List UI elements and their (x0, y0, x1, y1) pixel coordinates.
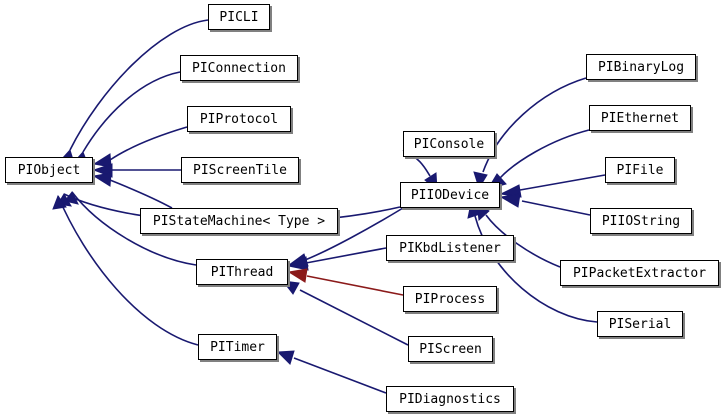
class-label: PIThread (210, 264, 274, 280)
class-node-pithread[interactable]: PIThread (196, 259, 288, 285)
class-label: PIObject (17, 162, 81, 178)
class-node-pipacketextractor[interactable]: PIPacketExtractor (560, 260, 719, 286)
class-node-piscreen[interactable]: PIScreen (408, 336, 493, 362)
class-label: PIConnection (192, 60, 286, 76)
class-label: PIConsole (413, 136, 485, 152)
class-node-piobject[interactable]: PIObject (5, 157, 93, 183)
class-node-pikbdlistener[interactable]: PIKbdListener (386, 235, 514, 261)
class-label: PITimer (210, 339, 265, 355)
class-label: PIFile (616, 162, 664, 178)
edge-pitimer-to-piobject (52, 194, 199, 346)
class-label: PIDiagnostics (399, 391, 501, 407)
class-node-piconsole[interactable]: PIConsole (403, 131, 495, 157)
class-node-piscreentile[interactable]: PIScreenTile (181, 157, 299, 183)
edge-piiostring-to-piiodevice (499, 193, 591, 216)
class-label: PIKbdListener (399, 240, 501, 256)
class-label: PIEthernet (600, 110, 680, 126)
edge-piconnection-to-piobject (74, 71, 181, 166)
class-node-piiodevice[interactable]: PIIODevice (400, 182, 500, 208)
class-label: PIProtocol (199, 111, 279, 127)
class-label: PIScreen (419, 341, 482, 357)
class-label: PICLI (219, 9, 259, 25)
class-node-pitimer[interactable]: PITimer (198, 334, 277, 360)
class-label: PIStateMachine< Type > (152, 213, 326, 229)
edge-piiodevice-to-pithread (287, 207, 404, 267)
edge-piscreen-to-pithread (281, 280, 409, 346)
edge-pidiagnostics-to-pitimer (276, 350, 387, 394)
class-label: PIScreenTile (193, 162, 287, 178)
edge-piprotocol-to-piobject (92, 126, 188, 168)
class-label: PIIOString (601, 213, 681, 229)
edge-picli-to-piobject (60, 19, 209, 164)
class-label: PISerial (608, 316, 672, 332)
class-node-picli[interactable]: PICLI (208, 4, 270, 30)
edge-pibinarylog-to-piiodevice (473, 77, 587, 190)
class-label: PIPacketExtractor (572, 265, 707, 281)
class-label: PIBinaryLog (597, 59, 685, 75)
class-node-piiostring[interactable]: PIIOString (590, 208, 692, 234)
edge-piprocess-to-pithread (287, 268, 404, 296)
class-node-pibinarylog[interactable]: PIBinaryLog (586, 54, 696, 80)
class-label: PIIODevice (410, 187, 490, 203)
class-node-piserial[interactable]: PISerial (597, 311, 683, 337)
class-node-piconnection[interactable]: PIConnection (180, 55, 298, 81)
class-node-pifile[interactable]: PIFile (605, 157, 675, 183)
class-node-piethernet[interactable]: PIEthernet (589, 105, 691, 131)
edge-pistatemachine-to-piobject (92, 172, 173, 209)
edge-pifile-to-piiodevice (499, 174, 606, 198)
class-node-piprocess[interactable]: PIProcess (403, 286, 497, 312)
class-node-pidiagnostics[interactable]: PIDiagnostics (386, 386, 514, 412)
class-label: PIProcess (414, 291, 486, 307)
class-node-pistatemachine[interactable]: PIStateMachine< Type > (140, 208, 338, 234)
class-node-piprotocol[interactable]: PIProtocol (187, 106, 291, 132)
